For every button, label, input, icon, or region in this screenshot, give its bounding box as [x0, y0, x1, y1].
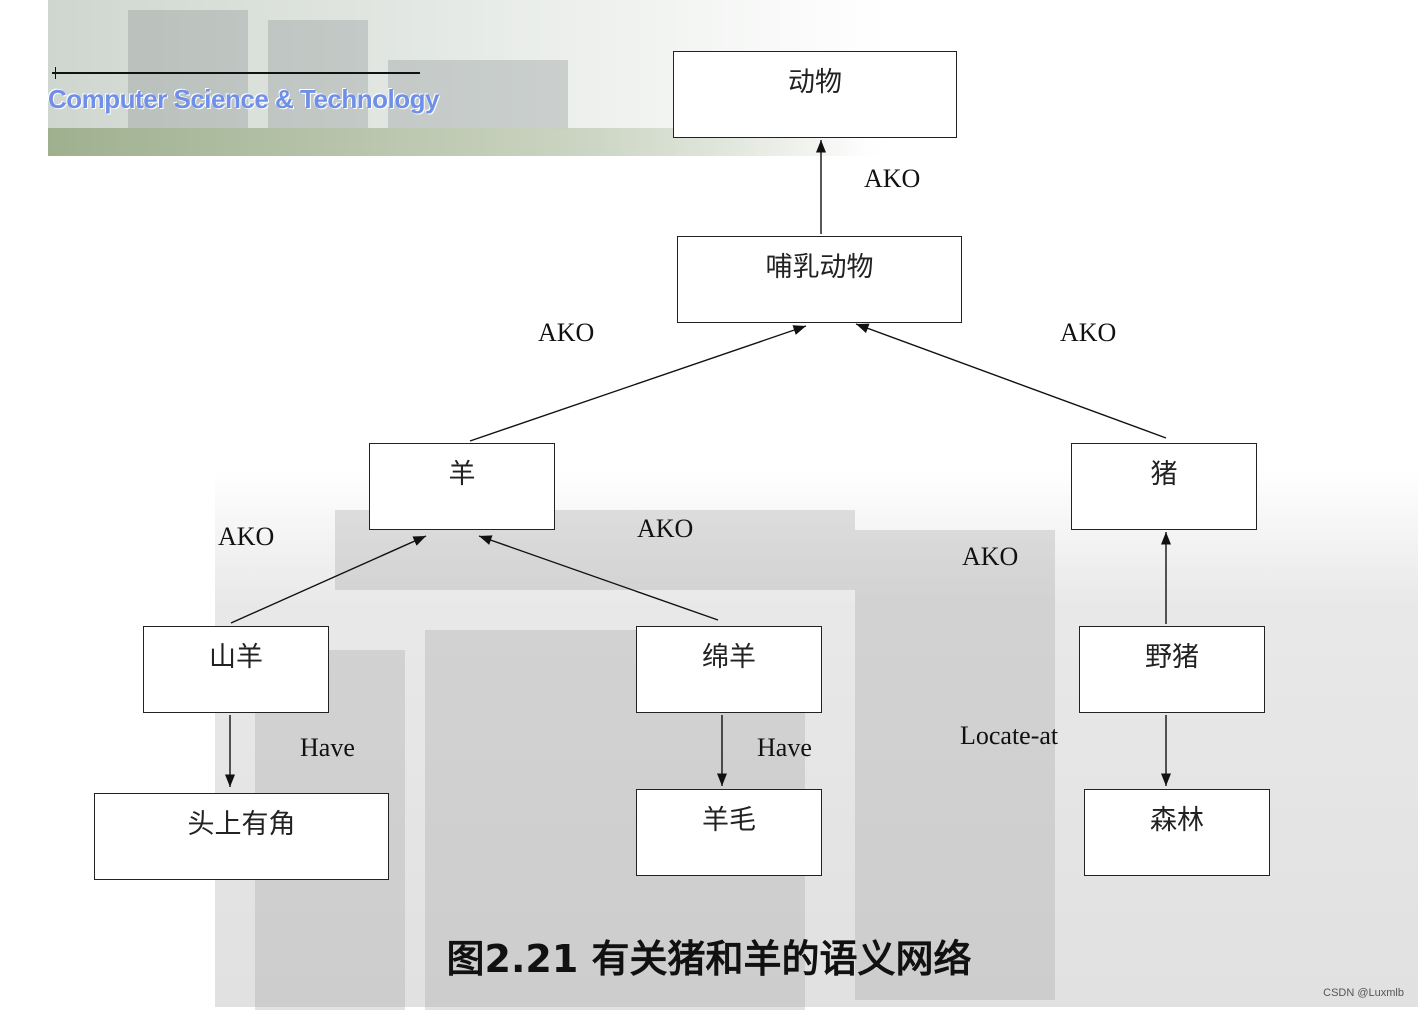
edge-woolly-sheep-sheep	[478, 535, 719, 621]
node-goat: 山羊	[143, 626, 329, 713]
figure-caption: 图2.21 有关猪和羊的语义网络	[446, 937, 972, 981]
watermark: CSDN @Luxmlb	[1323, 987, 1404, 999]
node-horns: 头上有角	[94, 793, 389, 880]
node-animal: 动物	[673, 51, 957, 138]
header-rule	[52, 72, 420, 74]
node-woolly-sheep: 绵羊	[636, 626, 822, 713]
label-goat-sheep: AKO	[218, 522, 275, 551]
label-pig-mammal: AKO	[1060, 318, 1117, 347]
label-sheep-mammal: AKO	[538, 318, 595, 347]
header-brand: Computer Science & Technology	[48, 84, 439, 114]
node-sheep: 羊	[369, 443, 555, 530]
node-forest: 森林	[1084, 789, 1270, 876]
label-wild-boar-forest: Locate-at	[960, 721, 1059, 750]
label-wild-boar-pig: AKO	[962, 542, 1019, 571]
node-wool: 羊毛	[636, 789, 822, 876]
node-wild-boar: 野猪	[1079, 626, 1265, 713]
header-tick	[55, 67, 56, 79]
label-mammal-animal: AKO	[864, 164, 921, 193]
label-goat-horns: Have	[300, 733, 355, 762]
edge-sheep-mammal	[469, 325, 807, 442]
node-mammal: 哺乳动物	[677, 236, 962, 323]
label-woolly-sheep-wool: Have	[757, 733, 812, 762]
node-pig: 猪	[1071, 443, 1257, 530]
edge-pig-mammal	[855, 323, 1167, 439]
label-woolly-sheep-sheep: AKO	[637, 514, 694, 543]
edge-goat-sheep	[230, 535, 427, 624]
